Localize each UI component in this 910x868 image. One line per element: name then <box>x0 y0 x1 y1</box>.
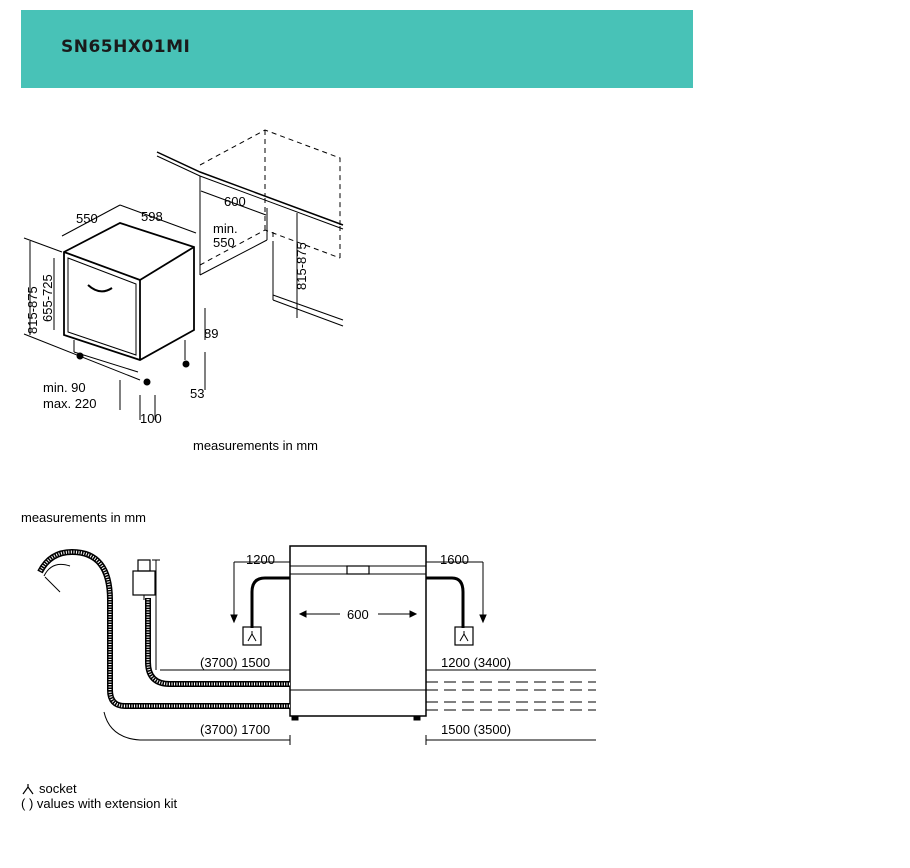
model-title: SN65HX01MI <box>61 37 191 57</box>
dim-depth: 550 <box>76 211 98 226</box>
dim-niche-height: 815-875 <box>294 242 309 290</box>
dim-niche-width: 600 <box>224 194 246 209</box>
legend: socket ( ) values with extension kit <box>21 781 177 811</box>
socket-icon <box>22 783 34 794</box>
legend-extension-label: ( ) values with extension kit <box>21 796 178 811</box>
legend-socket-row: socket <box>21 781 177 796</box>
dim-plinth-range-1: min. 90 <box>43 380 86 395</box>
units-note-bottom: measurements in mm <box>21 510 146 525</box>
legend-socket-label: socket <box>39 781 77 796</box>
dim-plinth-depth: 100 <box>140 411 162 426</box>
dim-body-height: 655-725 <box>40 274 55 322</box>
dim-plinth-height: 89 <box>204 326 218 341</box>
dim-plinth-range-2: max. 220 <box>43 396 96 411</box>
product-header: SN65HX01MI <box>21 10 693 88</box>
dim-niche-min-2: 550 <box>213 235 235 250</box>
dim-foot-recess: 53 <box>190 386 204 401</box>
dim-total-height: 815-875 <box>25 286 40 334</box>
dim-niche-min-1: min. <box>213 221 238 236</box>
legend-extension-row: ( ) values with extension kit <box>21 796 177 811</box>
dim-width: 598 <box>141 209 163 224</box>
units-note-top: measurements in mm <box>193 438 318 453</box>
